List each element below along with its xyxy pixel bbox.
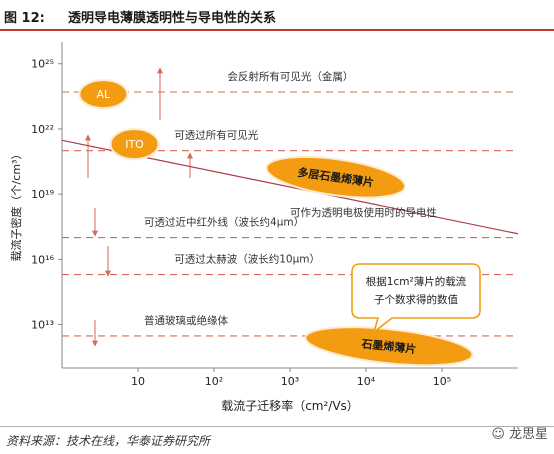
threshold-label: 会反射所有可见光（金属） <box>227 70 353 83</box>
y-tick-label: 10¹⁹ <box>31 188 54 201</box>
threshold-label: 可透过太赫波（波长约10μm） <box>174 253 320 266</box>
x-tick-label: 10⁴ <box>357 375 376 388</box>
x-tick-label: 10⁵ <box>433 375 451 388</box>
x-tick-label: 10³ <box>281 375 299 388</box>
threshold-label: 可透过所有可见光 <box>174 129 258 142</box>
material-point: 多层石墨烯薄片 <box>265 155 407 199</box>
conductivity-line-label: 可作为透明电极使用时的导电性 <box>290 206 437 219</box>
y-tick-label: 10²⁵ <box>31 58 54 71</box>
x-tick-label: 10² <box>205 375 223 388</box>
threshold-label: 可透过近中红外线（波长约4μm） <box>144 216 304 229</box>
figure-header: 图 12: 透明导电薄膜透明性与导电性的关系 <box>0 0 554 31</box>
callout-box <box>351 263 481 335</box>
y-tick-label: 10¹³ <box>31 319 54 332</box>
material-ellipse <box>78 79 129 110</box>
material-label: 石墨烯薄片 <box>360 336 417 356</box>
callout-text: 根据1cm²薄片的载流 <box>366 275 467 288</box>
watermark: ☺ 龙思星 <box>491 427 548 442</box>
material-label: ITO <box>125 138 144 151</box>
source-note: 资料来源：技术在线，华泰证券研究所 <box>6 434 211 448</box>
y-tick-label: 10²² <box>31 123 54 136</box>
material-ellipse <box>265 155 407 199</box>
x-tick-label: 10 <box>131 375 145 388</box>
figure-title: 透明导电薄膜透明性与导电性的关系 <box>68 11 277 26</box>
material-point: AL <box>78 79 129 110</box>
figure-number: 图 12: <box>4 11 45 26</box>
threshold-label: 普通玻璃或绝缘体 <box>144 314 228 327</box>
callout-text: 子个数求得的数值 <box>374 293 458 306</box>
material-ellipse <box>304 326 474 367</box>
header-rule <box>0 29 554 31</box>
material-point: 石墨烯薄片 <box>304 326 474 367</box>
material-point: ITO <box>109 128 160 161</box>
y-tick-label: 10¹⁶ <box>31 253 54 266</box>
material-ellipse <box>109 128 160 161</box>
x-axis-title: 载流子迁移率（cm²/Vs） <box>221 398 359 413</box>
y-axis-title: 载流子密度（个/cm³） <box>9 149 23 262</box>
chart: 10 10² 10³ 10⁴ 10⁵ 10¹³ 10¹⁶ 10¹⁹ 10²² 10²⁵ 载流子迁移率… <box>9 42 519 413</box>
material-label: AL <box>97 88 112 101</box>
footer-rule <box>0 426 554 427</box>
